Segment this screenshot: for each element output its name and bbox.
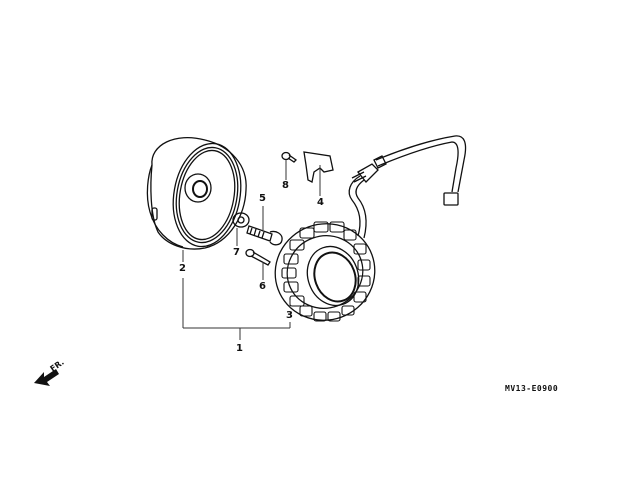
callout-5: 5: [259, 193, 266, 204]
callout-8: 8: [282, 180, 289, 191]
wire-harness[interactable]: [348, 135, 467, 239]
callout-7: 7: [233, 247, 240, 258]
clamp-screw[interactable]: [281, 151, 298, 163]
flange-bolt[interactable]: [246, 225, 283, 246]
stator-bolt[interactable]: [245, 248, 271, 266]
wire-clamp[interactable]: [303, 151, 334, 183]
leader-lines: [182, 160, 321, 340]
washer[interactable]: [232, 212, 250, 228]
callout-2: 2: [179, 263, 186, 274]
callout-6: 6: [259, 281, 266, 292]
front-direction-arrow-icon: [34, 369, 59, 386]
callout-4: 4: [317, 197, 324, 208]
callout-1: 1: [236, 343, 243, 354]
diagram-code: MV13-E0900: [505, 384, 559, 393]
callout-3: 3: [286, 310, 293, 321]
flywheel-rotor[interactable]: [146, 136, 248, 252]
stator[interactable]: [262, 210, 389, 334]
